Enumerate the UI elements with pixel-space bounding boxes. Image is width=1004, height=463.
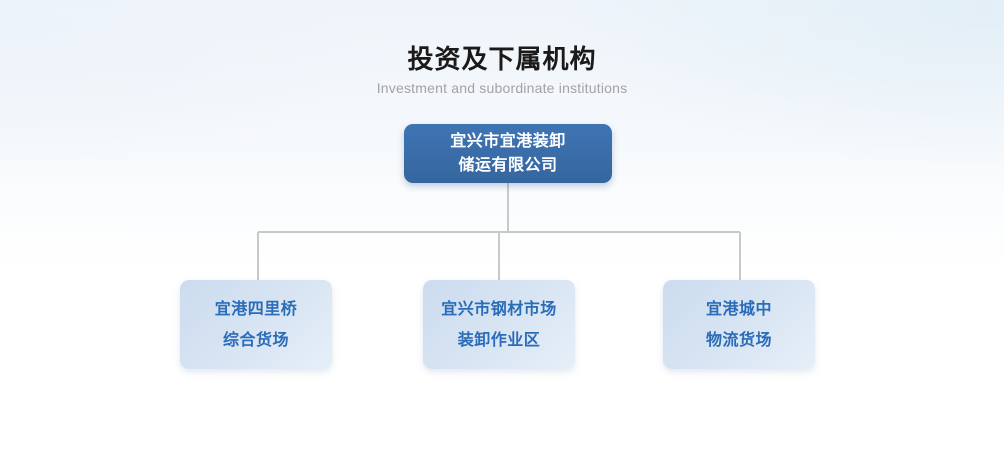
org-node-child-2[interactable]: 宜港城中 物流货场 [663,280,815,369]
org-node-child-0[interactable]: 宜港四里桥 综合货场 [180,280,332,369]
org-node-root-line-1: 宜兴市宜港装卸 [450,132,566,150]
org-node-child-2-line-2: 物流货场 [705,331,772,349]
page-title: 投资及下属机构 [407,44,597,74]
org-node-child-1[interactable]: 宜兴市钢材市场 装卸作业区 [423,280,575,369]
org-node-child-2-line-1: 宜港城中 [705,300,772,318]
org-node-child-1-line-1: 宜兴市钢材市场 [441,300,557,318]
org-node-child-0-line-1: 宜港四里桥 [214,300,298,318]
org-node-root-line-2: 储运有限公司 [458,156,558,174]
org-node-child-0-line-2: 综合货场 [222,331,289,349]
org-node-child-1-line-2: 装卸作业区 [457,331,541,349]
org-node-root[interactable]: 宜兴市宜港装卸 储运有限公司 [404,124,612,183]
page-header: 投资及下属机构 Investment and subordinate insti… [0,42,1004,97]
page-subtitle: Investment and subordinate institutions [376,80,628,96]
